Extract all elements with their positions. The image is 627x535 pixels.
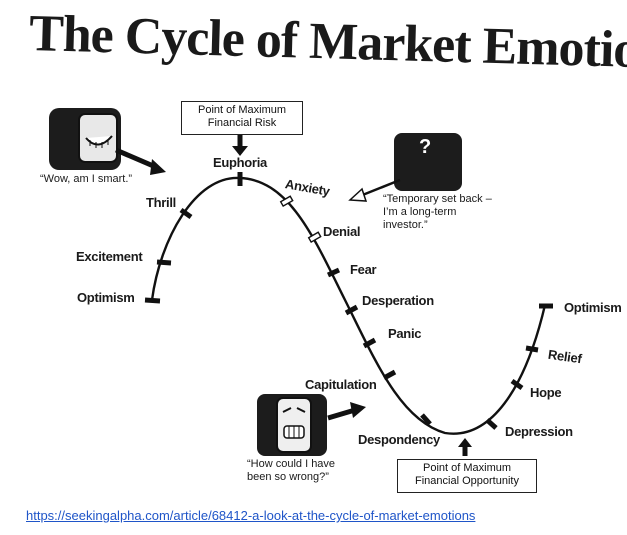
tick-denial [307, 231, 322, 244]
stage-denial: Denial [323, 224, 361, 239]
max-risk-callout: Point of Maximum Financial Risk [181, 101, 303, 135]
question-face-icon [348, 133, 462, 202]
max-opportunity-callout: Point of Maximum Financial Opportunity [397, 459, 537, 493]
tick-despondency [420, 413, 432, 426]
opportunity-arrow-head [458, 438, 472, 447]
stage-optimism-end: Optimism [564, 300, 622, 315]
stage-hope: Hope [530, 385, 562, 400]
wrong-face-icon [257, 394, 366, 456]
smart-face-icon [49, 108, 166, 175]
source-link[interactable]: https://seekingalpha.com/article/68412-a… [26, 508, 476, 523]
tick-anxiety [279, 195, 294, 208]
quote-temporary: “Temporary set back – I’m a long-term in… [383, 193, 492, 231]
tick-panic [362, 337, 377, 349]
stage-thrill: Thrill [146, 195, 176, 210]
hollow-ticks [279, 195, 322, 244]
question-mark-glyph: ? [419, 136, 432, 158]
tick-desperation [344, 304, 359, 316]
tick-relief [525, 345, 539, 353]
stage-optimism-start: Optimism [77, 290, 135, 305]
tick-hope [510, 378, 524, 391]
stage-despondency: Despondency [358, 432, 440, 447]
stage-fear: Fear [350, 262, 377, 277]
tick-excitement [156, 259, 172, 266]
stage-excitement: Excitement [76, 249, 143, 264]
stage-depression: Depression [505, 424, 573, 439]
tick-depression [485, 418, 498, 430]
stage-euphoria: Euphoria [213, 155, 267, 170]
stage-capitulation: Capitulation [305, 377, 377, 392]
tick-capitulation [382, 369, 397, 381]
risk-arrow-head [232, 146, 248, 156]
tick-thrill [179, 207, 193, 220]
stage-desperation: Desperation [362, 293, 434, 308]
tick-fear [326, 267, 341, 278]
quote-smart: “Wow, am I smart.” [40, 173, 133, 185]
stage-panic: Panic [388, 326, 422, 341]
emotion-curve [150, 176, 547, 435]
curve-ticks [144, 172, 553, 430]
tick-optimism-start [144, 297, 161, 304]
quote-wrong: “How could I have been so wrong?” [247, 458, 336, 483]
